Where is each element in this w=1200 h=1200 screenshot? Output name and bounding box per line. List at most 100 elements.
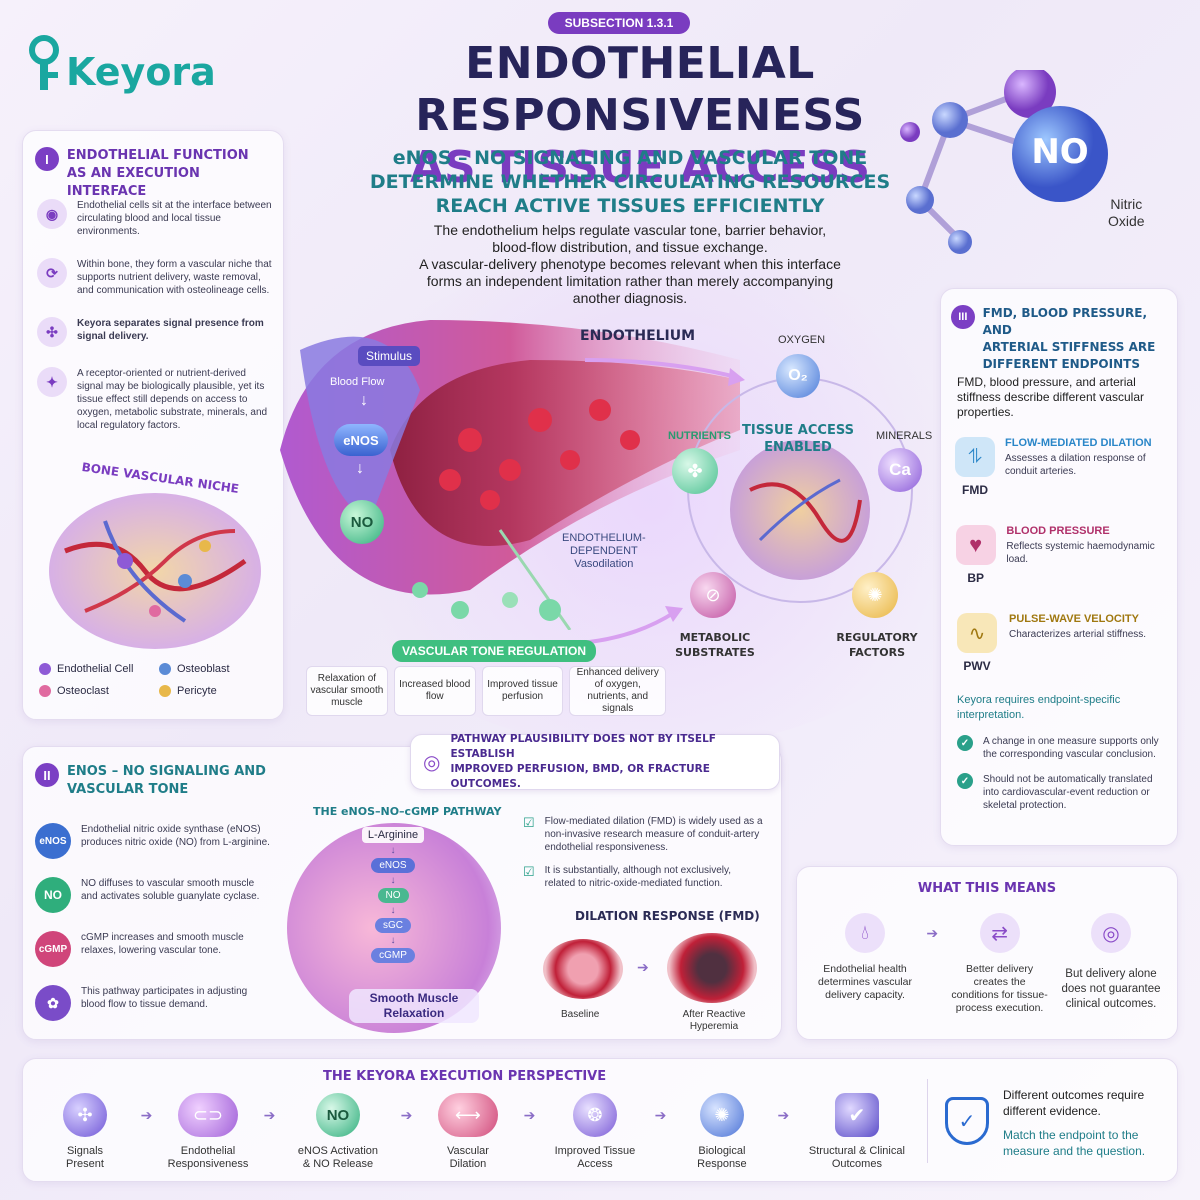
step-line-2: Outcomes: [831, 1158, 882, 1170]
keyora-logo: Keyora: [24, 34, 216, 96]
legend-dot: [39, 685, 51, 697]
blood-flow-label: Blood Flow: [330, 376, 385, 388]
regulatory-line-1: REGULATORY: [836, 631, 918, 644]
section-1-list: ◉ Endothelial cells sit at the interface…: [37, 199, 273, 432]
no-bubbles-icon: [412, 582, 561, 621]
no-release-icon: NO: [315, 1093, 360, 1137]
pathway-step: cGMP: [371, 948, 415, 963]
baseline-artery-icon: [543, 939, 623, 999]
signal-icon: ✦: [37, 367, 67, 397]
step-line-2: Dilation: [449, 1158, 487, 1170]
intro-line-1: The endothelium helps regulate vascular …: [433, 222, 827, 238]
fmd-point-text: Flow-mediated dilation (FMD) is widely u…: [544, 816, 763, 853]
list-item: eNOS Endothelial nitric oxide synthase (…: [35, 823, 271, 859]
key-logo-icon: [29, 35, 59, 90]
section-3-title: FMD, BLOOD PRESSURE, AND ARTERIAL STIFFN…: [983, 305, 1177, 373]
step-line-1: Improved Tissue: [554, 1145, 636, 1157]
tone-item: Relaxation of vascular smooth muscle: [306, 666, 388, 716]
exchange-icon: ⇄: [979, 913, 1020, 953]
check-item: ✓ Should not be automatically translated…: [957, 773, 1167, 812]
endothelium-label: ENDOTHELIUM: [580, 328, 696, 344]
list-item: ◉ Endothelial cells sit at the interface…: [37, 199, 273, 238]
tissue-access-title: TISSUE ACCESS ENABLED: [738, 422, 858, 456]
arrow-to-tissue-icon: [584, 358, 745, 386]
arrow-right-icon: ➔: [140, 1107, 153, 1123]
endpoint-badge: ⥮ FMD: [955, 437, 995, 511]
legend-item: Endothelial Cell: [39, 663, 159, 675]
vasodilation-line-3: Vasodilation: [574, 558, 634, 570]
section-1-title: ENDOTHELIAL FUNCTION AS AN EXECUTION INT…: [67, 147, 283, 201]
section-2-title: eNOS – NO SIGNALING AND VASCULAR TONE: [67, 763, 266, 799]
arrow-down-icon: ↓: [390, 845, 396, 856]
tone-item: Increased blood flow: [393, 666, 476, 716]
check-icon: ✓: [957, 735, 973, 751]
title-line-1: ENDOTHELIAL RESPONSIVENESS: [415, 38, 865, 141]
smooth-muscle-label: Smooth Muscle Relaxation: [349, 989, 479, 1023]
heart-icon: ♥: [955, 525, 996, 565]
note-line-2: different evidence.: [1003, 1104, 1101, 1118]
baseline-label: Baseline: [561, 1009, 600, 1020]
target-icon: ◎: [423, 751, 441, 774]
step-line-2: Response: [697, 1158, 747, 1170]
step-line-1: Structural & Clinical: [808, 1145, 905, 1157]
nitric-oxide-molecule-icon: [900, 70, 1108, 254]
perspective-title: THE KEYORA EXECUTION PERSPECTIVE: [323, 1069, 607, 1084]
note-line-3: Match the endpoint to the: [1003, 1128, 1139, 1142]
endpoint-abbr: PWV: [963, 659, 991, 673]
legend-dot: [159, 685, 171, 697]
arrow-down-icon: ↓: [360, 392, 368, 409]
metabolic-line-1: METABOLIC: [679, 631, 751, 644]
section-3-title-2: ARTERIAL STIFFNESS ARE: [982, 340, 1156, 354]
checkbox-icon: ☑: [523, 864, 535, 879]
check-text: Should not be automatically translated i…: [983, 774, 1153, 811]
intro-line-5: another diagnosis.: [572, 290, 688, 306]
legend-dot: [39, 663, 51, 675]
section-3-number: III: [951, 305, 975, 329]
flow-step: NO eNOS Activation& NO Release: [283, 1093, 393, 1171]
droplet-icon: 💧︎: [845, 913, 885, 953]
nutrients-label: NUTRIENTS: [668, 430, 731, 442]
pathway-step: eNOS: [371, 858, 415, 873]
page-title: ENDOTHELIAL RESPONSIVENESS AS TISSUE ACC…: [260, 38, 1020, 194]
minerals-label: MINERALS: [876, 430, 933, 442]
arrow-down-icon: ↓: [390, 875, 396, 886]
network-icon: ✣: [37, 317, 67, 347]
section-2-header: II eNOS – NO SIGNALING AND VASCULAR TONE: [35, 763, 266, 799]
metabolic-label: METABOLIC SUBSTRATES: [670, 630, 760, 660]
molecule-label-1: Nitric: [1110, 196, 1143, 212]
tone-item: Enhanced delivery of oxygen, nutrients, …: [569, 666, 667, 716]
legend-label: Osteoblast: [177, 663, 230, 675]
list-item-text: Within bone, they form a vascular niche …: [77, 259, 272, 296]
fmd-point: ☑ Flow-mediated dilation (FMD) is widely…: [523, 815, 763, 854]
arrow-right-icon: ➔: [654, 1107, 667, 1123]
list-item-text: NO diffuses to vascular smooth muscle an…: [81, 878, 260, 902]
vascular-tone-title: VASCULAR TONE REGULATION: [392, 640, 597, 662]
section-3-title-1: FMD, BLOOD PRESSURE, AND: [982, 306, 1148, 337]
section-2-number: II: [35, 763, 59, 787]
step-line-1: Vascular: [446, 1145, 489, 1157]
step-line-2: Responsiveness: [167, 1158, 249, 1170]
legend-label: Endothelial Cell: [57, 663, 134, 675]
perspective-note: Different outcomes require different evi…: [1003, 1087, 1173, 1159]
subtitle: eNOS – NO SIGNALING AND VASCULAR TONE DE…: [350, 146, 910, 218]
callout-line-1: PATHWAY PLAUSIBILITY DOES NOT BY ITSELF …: [450, 733, 716, 760]
molecule-label-2: Oxide: [1108, 213, 1145, 229]
nutrients-icon: ✤: [672, 448, 718, 494]
means-text: But delivery alone does not guarantee cl…: [1061, 968, 1161, 1010]
vascular-tone-items: Relaxation of vascular smooth muscle Inc…: [306, 666, 667, 716]
means-list: 💧︎ Endothelial health determines vascula…: [815, 913, 1161, 1015]
arrow-right-icon: ➔: [926, 925, 939, 941]
list-item: ✣ Keyora separates signal presence from …: [37, 317, 273, 347]
fmd-info: ☑ Flow-mediated dilation (FMD) is widely…: [523, 815, 763, 890]
section-1-header: I ENDOTHELIAL FUNCTION AS AN EXECUTION I…: [35, 147, 283, 201]
tissue-access-line-1: TISSUE ACCESS: [742, 423, 854, 438]
arrow-right-icon: ➔: [523, 1107, 536, 1123]
legend-item: Osteoclast: [39, 685, 159, 697]
section-1-number: I: [35, 147, 59, 171]
pathway-title: THE eNOS–NO–cGMP PATHWAY: [313, 805, 502, 818]
check-list: ✓ A change in one measure supports only …: [957, 735, 1167, 812]
step-line-1: Signals: [66, 1145, 104, 1157]
